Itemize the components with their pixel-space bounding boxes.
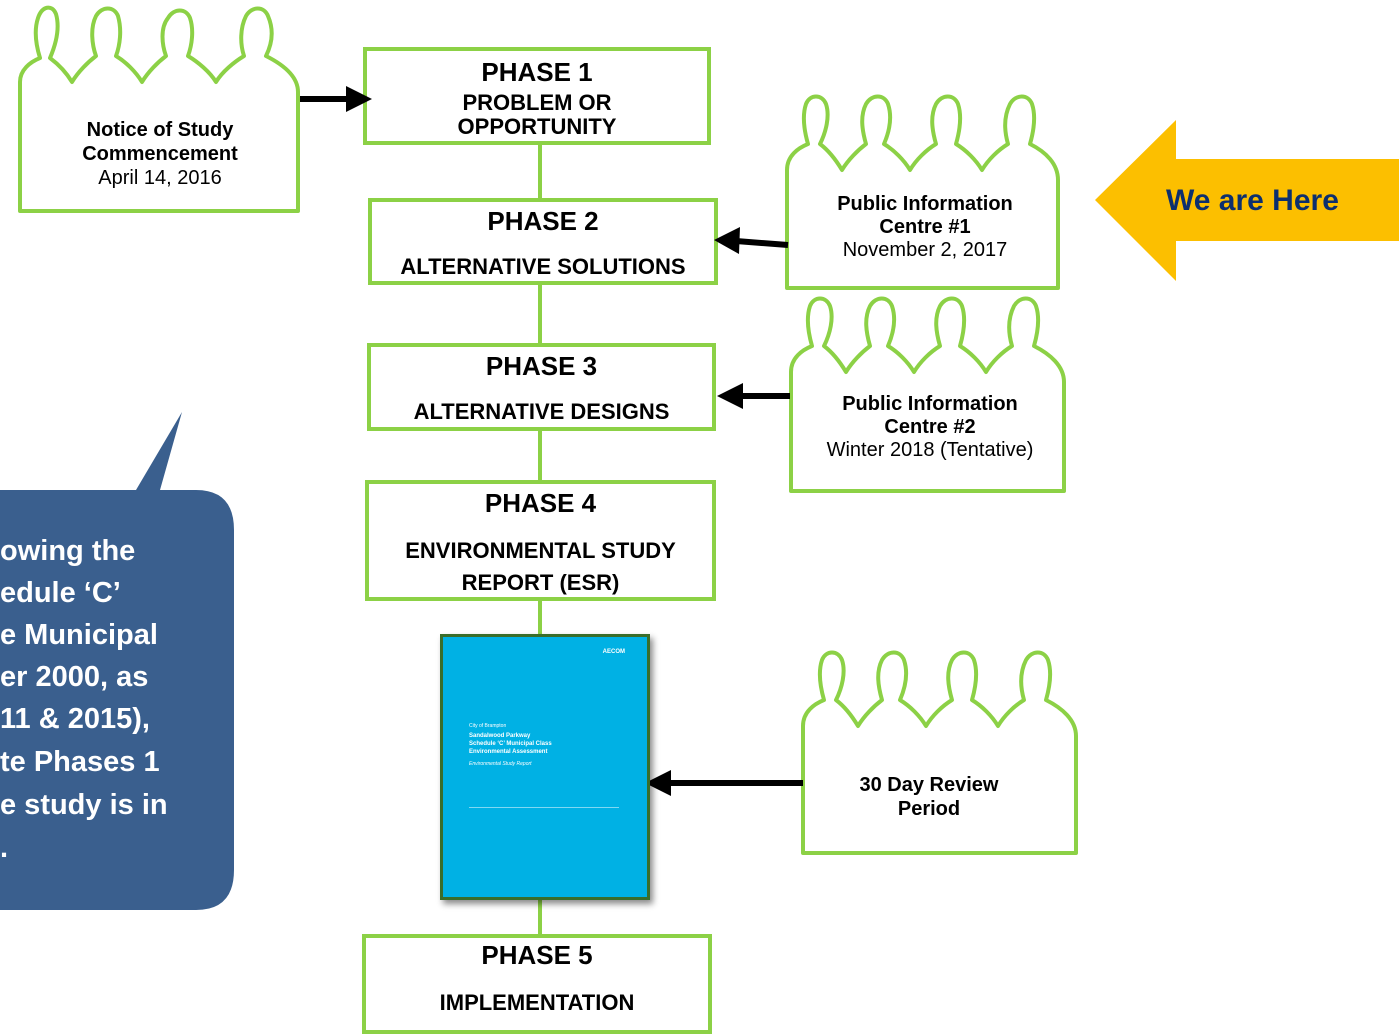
phase-2-box: PHASE 2 ALTERNATIVE SOLUTIONS <box>368 198 718 285</box>
phase-4-box: PHASE 4 ENVIRONMENTAL STUDY REPORT (ESR) <box>365 480 716 601</box>
event-3-label: Public Information Centre #2 Winter 2018… <box>794 393 1066 462</box>
arrow-event3-to-phase3 <box>717 383 790 409</box>
event-1-outline <box>18 5 300 213</box>
callout-line-7: e study is in <box>0 789 168 821</box>
event-4-name-line-1: 30 Day Review <box>859 774 999 796</box>
phase-4-subtitle-line-2: REPORT (ESR) <box>461 570 620 595</box>
arrow-event1-to-phase1 <box>300 86 372 112</box>
phase-2-subtitle: ALTERNATIVE SOLUTIONS <box>400 254 686 279</box>
connector-4-report <box>538 598 542 638</box>
phase-3-box: PHASE 3 ALTERNATIVE DESIGNS <box>367 343 716 431</box>
event-2-label: Public Information Centre #1 November 2,… <box>790 193 1060 262</box>
report-title-line-2: Schedule ‘C’ Municipal Class <box>469 741 552 747</box>
report-title-line-3: Environmental Assessment <box>469 749 548 755</box>
report-doc-type: Environmental Study Report <box>469 761 532 767</box>
phase-1-subtitle-line-2: OPPORTUNITY <box>457 114 617 139</box>
report-footer-rule <box>469 807 619 808</box>
arrow-event4-to-report <box>645 770 803 796</box>
event-2-name-line-2: Centre #1 <box>879 216 971 238</box>
phase-3-title: PHASE 3 <box>485 351 598 381</box>
event-1-name-line-2: Commencement <box>82 143 238 165</box>
event-4-name-line-2: Period <box>897 798 961 820</box>
phase-1-subtitle-line-1: PROBLEM OR <box>462 90 612 115</box>
connector-report-5 <box>538 896 542 936</box>
report-brand: AECOM <box>602 649 625 655</box>
phase-4-subtitle-line-1: ENVIRONMENTAL STUDY <box>405 538 676 563</box>
event-1-date: April 14, 2016 <box>98 167 222 189</box>
event-2-date: November 2, 2017 <box>842 239 1008 261</box>
here-marker-label: We are Here <box>1166 184 1339 217</box>
callout-line-2: edule ‘C’ <box>0 577 121 609</box>
phase-2-title: PHASE 2 <box>487 206 599 236</box>
event-3-date: Winter 2018 (Tentative) <box>826 439 1034 461</box>
phase-1-box: PHASE 1 PROBLEM OR OPPORTUNITY <box>363 47 711 145</box>
connector-3-4 <box>538 428 542 482</box>
callout-line-6: te Phases 1 <box>0 746 160 778</box>
event-1-name-line-1: Notice of Study <box>86 119 234 141</box>
callout-line-4: er 2000, as <box>0 661 149 693</box>
event-1-label: Notice of Study Commencement April 14, 2… <box>40 118 280 190</box>
event-3-outline <box>789 296 1066 493</box>
connector-1-2 <box>538 143 542 200</box>
phase-4-title: PHASE 4 <box>484 488 597 518</box>
callout-line-1: owing the <box>0 535 136 567</box>
report-cover-image: AECOM City of Brampton Sandalwood Parkwa… <box>440 634 650 900</box>
connector-2-3 <box>538 283 542 345</box>
event-2-name-line-1: Public Information <box>837 193 1013 215</box>
event-4-outline <box>801 650 1078 855</box>
phase-1-title: PHASE 1 <box>481 57 593 87</box>
event-3-name-line-2: Centre #2 <box>884 416 976 438</box>
phase-5-title: PHASE 5 <box>481 940 593 970</box>
callout-line-8: . <box>0 832 9 864</box>
phase-3-subtitle: ALTERNATIVE DESIGNS <box>413 399 670 424</box>
report-title-line-1: Sandalwood Parkway <box>469 733 531 739</box>
arrow-event2-to-phase2 <box>714 227 789 254</box>
report-city: City of Brampton <box>469 723 507 729</box>
callout-line-3: e Municipal <box>0 619 158 651</box>
phase-5-subtitle: IMPLEMENTATION <box>439 990 635 1015</box>
callout-line-5: 11 & 2015), <box>0 703 150 735</box>
event-4-label: 30 Day Review Period <box>805 773 1053 821</box>
event-3-name-line-1: Public Information <box>842 393 1018 415</box>
event-2-outline <box>785 94 1060 290</box>
